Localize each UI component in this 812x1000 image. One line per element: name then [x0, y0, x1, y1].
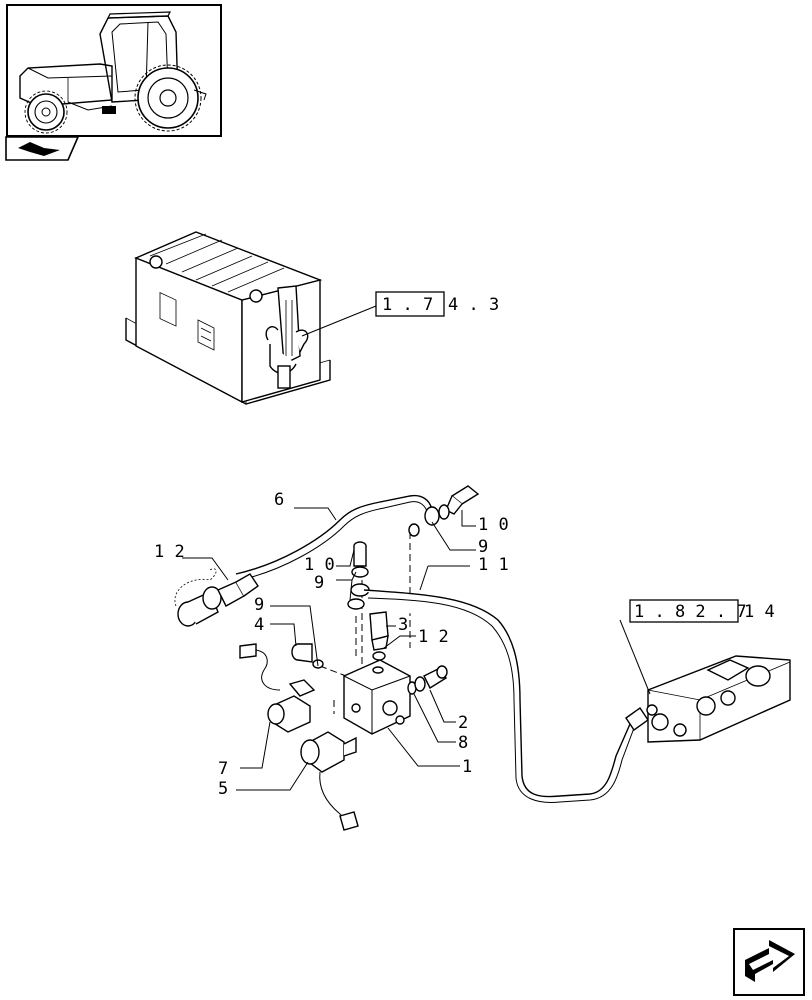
- callout-1: 1: [462, 757, 472, 777]
- leader-8: [413, 693, 456, 743]
- leader-12a: [182, 557, 229, 581]
- battery-ref-suffix: 4 . 3: [448, 295, 499, 315]
- callout-2: 2: [458, 713, 468, 733]
- callout-7: 7: [218, 759, 228, 779]
- quick-coupler-12: [174, 568, 259, 627]
- pipe-11: [363, 589, 649, 803]
- callout-6: 6: [274, 490, 284, 510]
- leader-10a: [461, 510, 476, 527]
- leader-5: [236, 761, 309, 791]
- fitting-2: [407, 665, 448, 695]
- leader-2: [429, 689, 456, 723]
- tractor-thumbnail: [6, 4, 222, 137]
- next-page-button[interactable]: [733, 928, 805, 996]
- callout-9a: 9: [478, 537, 488, 557]
- callout-12b: 1 2: [418, 627, 449, 647]
- control-valve-assembly: [619, 619, 791, 743]
- tractor-cab-thumbnail-icon: [19, 11, 207, 134]
- battery-ref-boxed: 1 . 7: [382, 295, 433, 315]
- callout-5: 5: [218, 779, 228, 799]
- battery-reference-label: 1 . 7 4 . 3: [375, 291, 499, 317]
- callout-9c: 9: [254, 595, 264, 615]
- leader-9b: [336, 571, 357, 601]
- valve-ref-suffix: 1 4: [744, 602, 775, 622]
- valve-reference-label: 1 . 8 2 . 7 1 4: [629, 599, 775, 623]
- valve-block-1: [343, 659, 411, 735]
- banjo-bolt-10b: [347, 541, 370, 610]
- leader-10b: [336, 549, 355, 567]
- solenoid-valve-7: [239, 643, 316, 733]
- banjo-bolt-10a: [441, 485, 480, 515]
- leader-9c: [270, 605, 319, 667]
- callout-8: 8: [458, 733, 468, 753]
- callout-4: 4: [254, 615, 264, 635]
- leader-4: [270, 623, 297, 647]
- callout-12a: 1 2: [154, 542, 185, 562]
- leader-1: [387, 727, 460, 767]
- leader-7: [240, 721, 271, 769]
- leader-9a: [431, 521, 476, 551]
- callout-11: 1 1: [478, 555, 509, 575]
- leader-12b: [383, 635, 416, 649]
- washers-9a: [408, 504, 450, 537]
- leader-6: [294, 507, 337, 521]
- callout-10a: 1 0: [478, 515, 509, 535]
- book-tab-icon: [5, 136, 80, 161]
- callout-10b: 1 0: [304, 555, 335, 575]
- coil-connector-5: [300, 731, 359, 831]
- callout-9b: 9: [314, 573, 324, 593]
- battery-assembly: [125, 231, 377, 405]
- pressure-switch-3: [369, 611, 389, 661]
- pipe-6: [235, 494, 433, 581]
- valve-ref-boxed: 1 . 8 2 . 7: [634, 602, 747, 622]
- callout-3: 3: [398, 615, 408, 635]
- plug-4: [291, 643, 324, 669]
- next-page-arrow-icon: [745, 940, 795, 982]
